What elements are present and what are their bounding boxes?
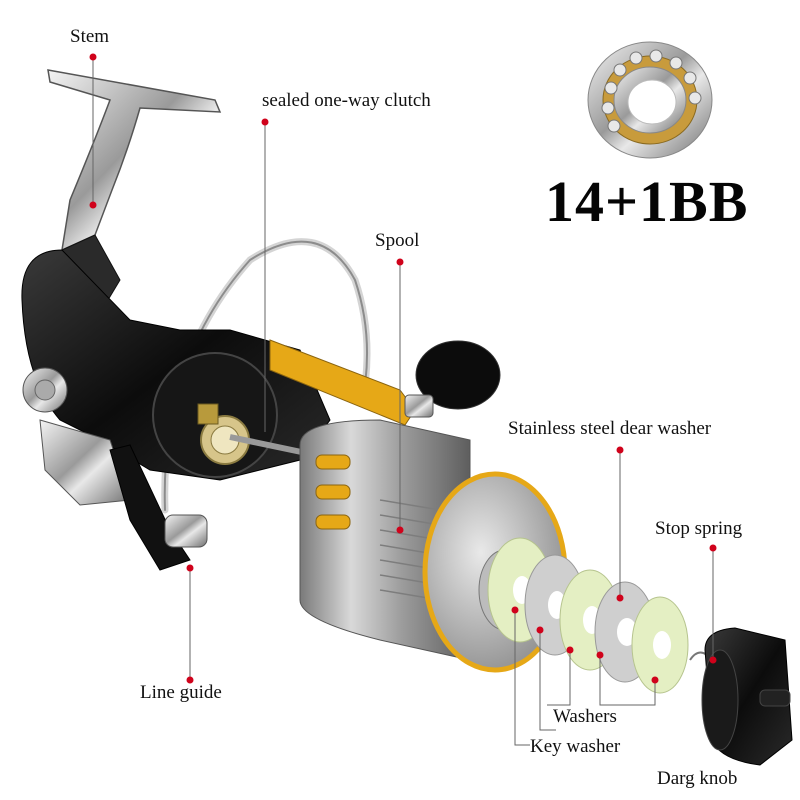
label-line-guide: Line guide [140, 682, 222, 703]
label-stem: Stem [70, 26, 110, 47]
label-key-washer: Key washer [530, 736, 621, 757]
label-steel-washer: Stainless steel dear washer [508, 418, 712, 439]
washer-stack [487, 537, 718, 694]
label-washers: Washers [553, 706, 617, 727]
pointer-dots [89, 53, 717, 684]
label-drag-knob: Darg knob [657, 768, 738, 789]
label-spool: Spool [375, 230, 420, 251]
leader-lines [92, 57, 714, 746]
label-stop-spring: Stop spring [655, 518, 743, 539]
handle [269, 339, 501, 426]
drag-knob [701, 627, 793, 766]
bearing-count-text: 14+1BB [545, 169, 749, 234]
bearing-icon [587, 41, 713, 159]
reel-body [21, 249, 331, 506]
label-clutch: sealed one-way clutch [262, 90, 431, 111]
line-guide-roller [109, 444, 208, 571]
